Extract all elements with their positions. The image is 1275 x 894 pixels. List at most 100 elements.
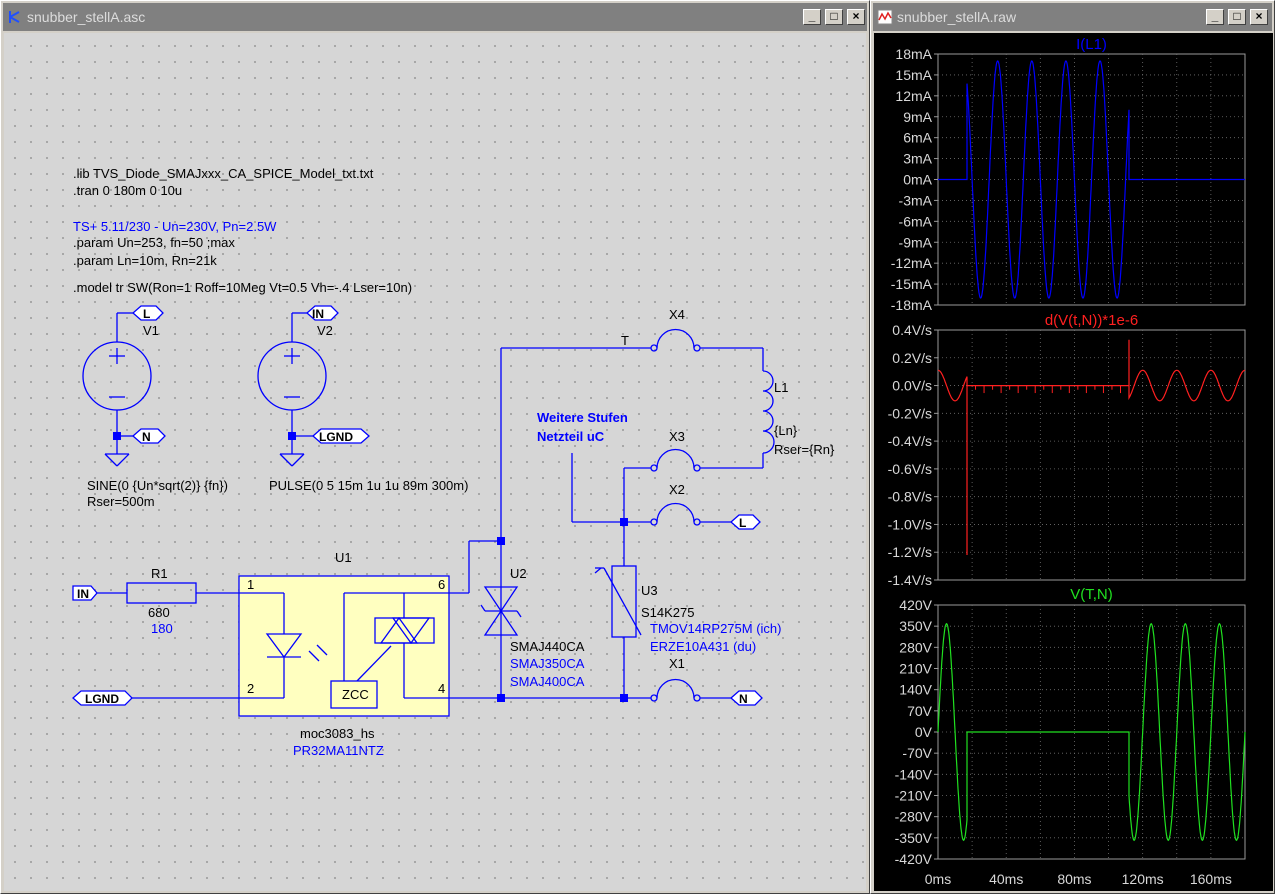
v2-name[interactable]: V2: [317, 323, 333, 338]
u1-model[interactable]: moc3083_hs: [300, 726, 375, 741]
r1-name[interactable]: R1: [151, 566, 168, 581]
flag-n-x1: N: [739, 692, 748, 706]
y-tick-label: -280V: [895, 809, 933, 825]
u2-alt1[interactable]: SMAJ350CA: [510, 656, 585, 671]
trace-title[interactable]: I(L1): [1076, 36, 1107, 53]
u1-pin6: 6: [438, 577, 445, 592]
l1-name[interactable]: L1: [774, 380, 788, 395]
u3-alt2[interactable]: ERZE10A431 (du): [650, 639, 756, 654]
plot-titlebar[interactable]: snubber_stellA.raw _ □ ×: [873, 3, 1272, 31]
l1-rser[interactable]: Rser={Rn}: [774, 442, 835, 457]
x4-name[interactable]: X4: [669, 307, 685, 322]
u3-alt1[interactable]: TMOV14RP275M (ich): [650, 621, 781, 636]
y-tick-label: 210V: [899, 661, 932, 677]
r1-value[interactable]: 680: [148, 605, 170, 620]
v2-value[interactable]: PULSE(0 5 15m 1u 1u 89m 300m): [269, 478, 468, 493]
u1-name[interactable]: U1: [335, 550, 352, 565]
x-tick-label: 80ms: [1057, 871, 1091, 887]
waveform-icon: [877, 9, 893, 25]
u3-name[interactable]: U3: [641, 583, 658, 598]
u1-alt[interactable]: PR32MA11NTZ: [293, 743, 384, 758]
waveform-plots: 18mA15mA12mA9mA6mA3mA0mA-3mA-6mA-9mA-12m…: [888, 36, 1246, 887]
v1-rser[interactable]: Rser=500m: [87, 494, 155, 509]
y-tick-label: -9mA: [899, 234, 933, 250]
y-tick-label: -12mA: [891, 255, 933, 271]
u1-pin4: 4: [438, 681, 445, 696]
x1-name[interactable]: X1: [669, 656, 685, 671]
comment-text[interactable]: TS+ 5.11/230 - Un=230V, Pn=2.5W: [73, 219, 277, 234]
schematic-titlebar[interactable]: snubber_stellA.asc _ □ ×: [3, 3, 867, 31]
x-tick-label: 0ms: [925, 871, 951, 887]
y-tick-label: 3mA: [903, 151, 932, 167]
y-tick-label: -15mA: [891, 276, 933, 292]
x2-name[interactable]: X2: [669, 482, 685, 497]
y-tick-label: -18mA: [891, 297, 933, 313]
y-tick-label: -140V: [895, 766, 933, 782]
plot-title: snubber_stellA.raw: [897, 9, 1017, 25]
y-tick-label: 9mA: [903, 109, 932, 125]
y-tick-label: 0.0V/s: [892, 378, 932, 394]
tran-directive[interactable]: .tran 0 180m 0 10u: [73, 183, 182, 198]
v1-name[interactable]: V1: [143, 323, 159, 338]
flag-lgnd-u1: LGND: [85, 692, 119, 706]
y-tick-label: -420V: [895, 851, 933, 867]
x3-name[interactable]: X3: [669, 429, 685, 444]
y-tick-label: -70V: [902, 745, 932, 761]
y-tick-label: 140V: [899, 682, 932, 698]
u1-pin2: 2: [247, 681, 254, 696]
y-tick-label: 0mA: [903, 172, 932, 188]
note-line1[interactable]: Weitere Stufen: [537, 410, 628, 425]
note-line2[interactable]: Netzteil uC: [537, 429, 605, 444]
y-tick-label: 0.4V/s: [892, 322, 932, 338]
trace-title[interactable]: V(T,N): [1070, 586, 1113, 603]
y-tick-label: -1.0V/s: [888, 516, 932, 532]
trace-line[interactable]: [938, 339, 1245, 555]
plot-window[interactable]: snubber_stellA.raw _ □ × 18mA 15mA 12mA 9mA…: [870, 0, 1275, 894]
y-tick-label: 0V: [915, 724, 933, 740]
r1-alt[interactable]: 180: [151, 621, 173, 636]
y-tick-label: -0.2V/s: [888, 405, 932, 421]
y-tick-label: -0.8V/s: [888, 489, 932, 505]
schematic-drawing: .lib TVS_Diode_SMAJxxx_CA_SPICE_Model_tx…: [72, 166, 835, 758]
u3-value[interactable]: S14K275: [641, 605, 695, 620]
flag-l-v1: L: [143, 307, 150, 321]
zcc-label: ZCC: [342, 687, 369, 702]
plot-frame: [937, 329, 1246, 581]
flag-in-v2: IN: [312, 307, 324, 321]
x-tick-label: 40ms: [989, 871, 1023, 887]
y-tick-label: -1.2V/s: [888, 544, 932, 560]
trace-title[interactable]: d(V(t,N))*1e-6: [1045, 312, 1138, 329]
u2-alt2[interactable]: SMAJ400CA: [510, 674, 585, 689]
net-t-label[interactable]: T: [621, 333, 629, 348]
l1-value[interactable]: {Ln}: [774, 423, 798, 438]
y-tick-label: 15mA: [895, 67, 932, 83]
x-tick-label: 120ms: [1122, 871, 1164, 887]
y-tick-label: 350V: [899, 618, 932, 634]
schematic-window[interactable]: snubber_stellA.asc _ □ × .lib TVS_Diode_…: [0, 0, 870, 894]
u2-value[interactable]: SMAJ440CA: [510, 639, 585, 654]
y-tick-label: 18mA: [895, 46, 932, 62]
trace-line[interactable]: [938, 60, 1245, 299]
param-directive-1[interactable]: .param Un=253, fn=50 ;max: [73, 235, 235, 250]
close-button[interactable]: ×: [847, 9, 865, 25]
y-tick-label: -1.4V/s: [888, 572, 932, 588]
u2-name[interactable]: U2: [510, 566, 527, 581]
trace-line[interactable]: [937, 622, 1246, 842]
maximize-button[interactable]: □: [825, 9, 843, 25]
model-directive[interactable]: .model tr SW(Ron=1 Roff=10Meg Vt=0.5 Vh=…: [73, 280, 412, 295]
schematic-canvas[interactable]: .lib TVS_Diode_SMAJxxx_CA_SPICE_Model_tx…: [4, 33, 866, 891]
minimize-button[interactable]: _: [803, 9, 821, 25]
flag-n-v1: N: [142, 430, 151, 444]
param-directive-2[interactable]: .param Ln=10m, Rn=21k: [73, 253, 217, 268]
schematic-icon: [9, 11, 20, 23]
flag-lgnd-v2: LGND: [319, 430, 353, 444]
y-tick-label: 6mA: [903, 130, 932, 146]
plot-close-button[interactable]: ×: [1250, 9, 1268, 25]
plot-minimize-button[interactable]: _: [1206, 9, 1224, 25]
u1-pin1: 1: [247, 577, 254, 592]
y-tick-label: 12mA: [895, 88, 932, 104]
plot-maximize-button[interactable]: □: [1228, 9, 1246, 25]
lib-directive[interactable]: .lib TVS_Diode_SMAJxxx_CA_SPICE_Model_tx…: [73, 166, 374, 181]
v1-value[interactable]: SINE(0 {Un*sqrt(2)} {fn}): [87, 478, 228, 493]
